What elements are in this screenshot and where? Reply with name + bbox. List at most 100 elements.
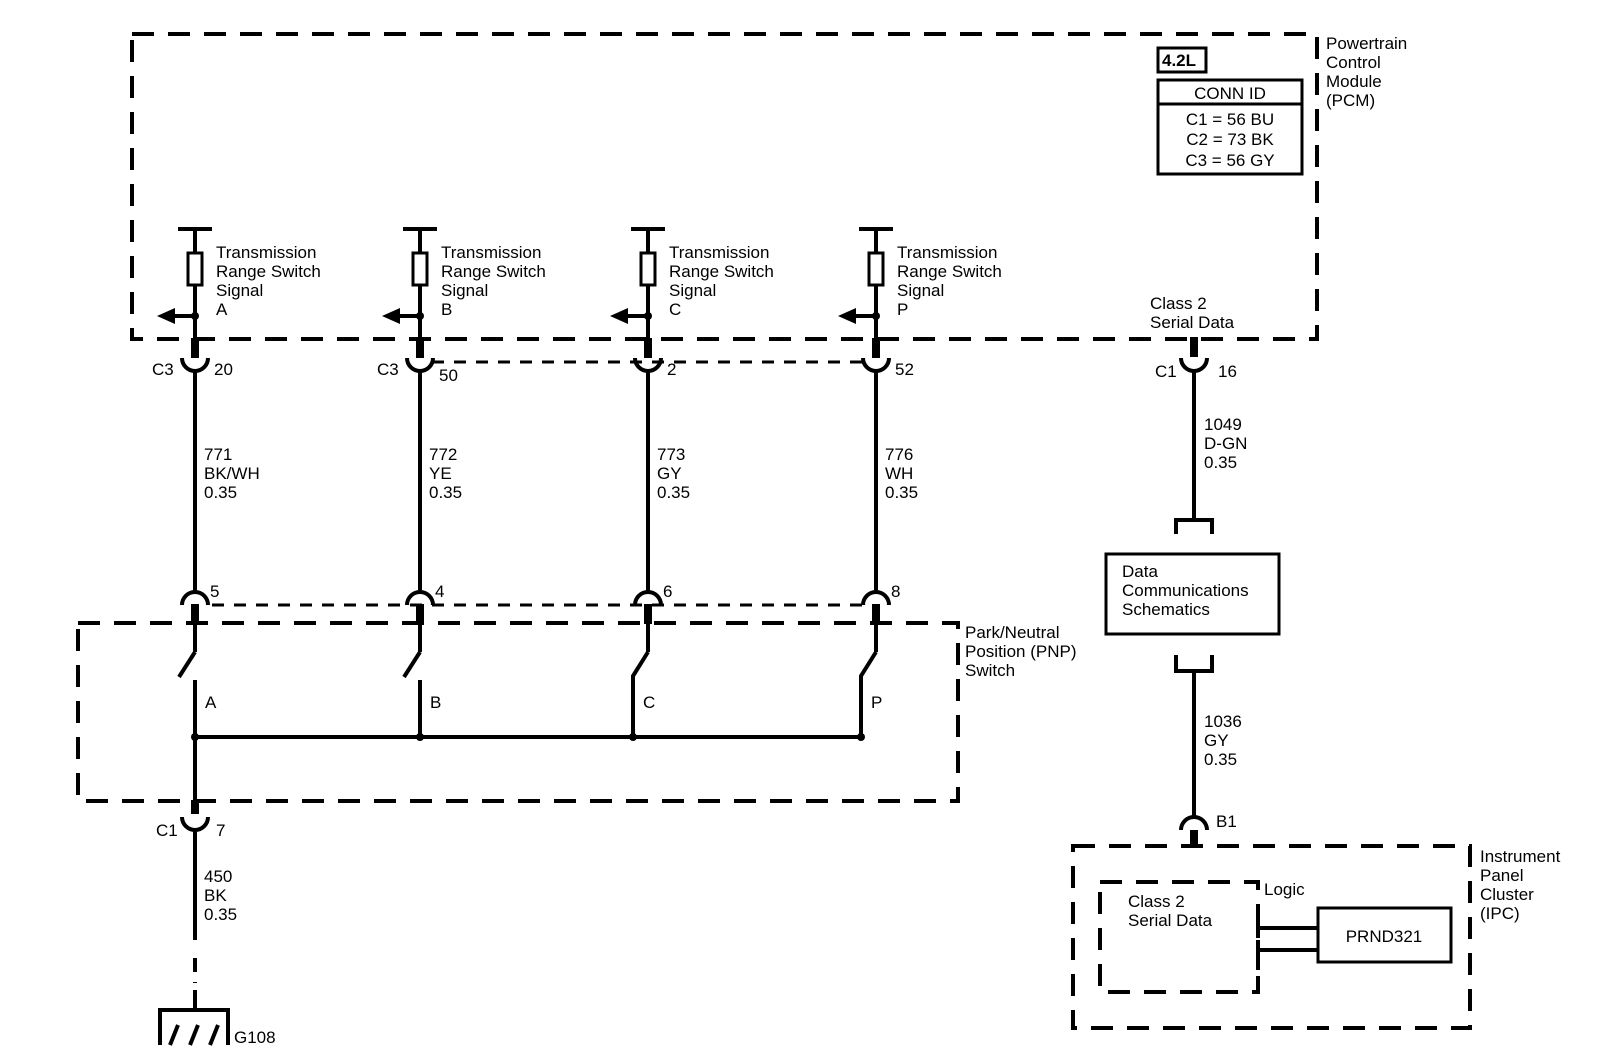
serial-data-label: Serial Data: [1150, 313, 1235, 332]
ground-symbol-icon: [158, 1008, 230, 1046]
signal-label-line: Signal: [441, 281, 488, 300]
data-comm-line: Schematics: [1122, 600, 1210, 619]
pnp-pin: 5: [210, 582, 219, 601]
pcm-title-line: (PCM): [1326, 91, 1375, 110]
wire-color: WH: [885, 464, 913, 483]
ipc-title-line: (IPC): [1480, 904, 1520, 923]
pnp-boundary: [76, 621, 960, 803]
conn-id-table: CONN ID C1 = 56 BU C2 = 73 BK C3 = 56 GY: [1156, 78, 1304, 176]
switch-contact-icon: [402, 650, 422, 679]
ipc-connector-pin: B1: [1216, 812, 1237, 831]
wire-gauge: 0.35: [885, 483, 918, 502]
pnp-contact-label: A: [205, 693, 217, 712]
resistor-icon: [411, 251, 429, 287]
wire-color: YE: [429, 464, 452, 483]
connector-female-icon: [861, 357, 891, 373]
serial-data-path: C1 16 1049 D-GN 0.35 Data Communications…: [1104, 337, 1281, 846]
connector-bracket-icon: [1174, 518, 1214, 534]
wire-circuit: 772: [429, 445, 457, 464]
wire-gauge: 0.35: [204, 483, 237, 502]
data-comm-line: Data: [1122, 562, 1158, 581]
wire-color: GY: [657, 464, 682, 483]
connector-female-icon: [405, 357, 435, 373]
data-comm-line: Communications: [1122, 581, 1249, 600]
connector-male-icon: [405, 590, 435, 606]
resistor-icon: [867, 251, 885, 287]
connector-bracket-icon: [1174, 655, 1214, 673]
pnp-contact-label: B: [430, 693, 441, 712]
signal-label-line: Range Switch: [441, 262, 546, 281]
signal-label-line: Signal: [897, 281, 944, 300]
ground-label: G108: [234, 1028, 276, 1047]
pnp-title-line: Position (PNP): [965, 642, 1076, 661]
conn-id-row: C3 = 56 GY: [1185, 151, 1274, 170]
pcm-title-line: Powertrain: [1326, 34, 1407, 53]
signal-label-line: P: [897, 300, 908, 319]
ipc-title-line: Panel: [1480, 866, 1523, 885]
conn-id-header: CONN ID: [1194, 84, 1266, 103]
output-arrow-icon: [610, 308, 628, 324]
serial-wire-top-gauge: 0.35: [1204, 453, 1237, 472]
ipc-module: Instrument Panel Cluster (IPC) Logic Cla…: [1071, 844, 1561, 1030]
serial-wire-bottom-circuit: 1036: [1204, 712, 1242, 731]
ground-conn-pin: 7: [216, 821, 225, 840]
ipc-serial-line: Serial Data: [1128, 911, 1213, 930]
connector-female-icon: [633, 357, 663, 373]
serial-wire-top-color: D-GN: [1204, 434, 1247, 453]
pnp-contact-label: C: [643, 693, 655, 712]
wire-color: BK/WH: [204, 464, 260, 483]
pcm-conn-pin: 50: [439, 366, 458, 385]
switch-contact-icon: [631, 650, 650, 737]
connector-male-icon: [861, 590, 891, 606]
ipc-logic-label: Logic: [1264, 880, 1305, 899]
signal-label-line: Transmission: [669, 243, 769, 262]
output-arrow-icon: [382, 308, 400, 324]
prnd-display-label: PRND321: [1346, 927, 1423, 946]
pnp-pin: 4: [435, 582, 444, 601]
pcm-module: Powertrain Control Module (PCM) 4.2L CON…: [130, 32, 1407, 341]
pnp-title-line: Switch: [965, 661, 1015, 680]
switch-contact-icon: [177, 650, 197, 679]
conn-id-row: C1 = 56 BU: [1186, 110, 1274, 129]
serial-wire-top-circuit: 1049: [1204, 415, 1242, 434]
pnp-contact-label: P: [871, 693, 882, 712]
conn-id-row: C2 = 73 BK: [1186, 130, 1274, 149]
ipc-serial-line: Class 2: [1128, 892, 1185, 911]
ipc-logic-boundary: [1098, 880, 1260, 994]
switch-contact-icon: [859, 650, 878, 737]
ground-wire-color: BK: [204, 886, 227, 905]
ground-wire-gauge: 0.35: [204, 905, 237, 924]
connector-female-icon: [180, 357, 210, 373]
signal-label-line: Range Switch: [897, 262, 1002, 281]
pcm-title-line: Module: [1326, 72, 1382, 91]
connector-male-icon: [180, 590, 210, 606]
serial-conn-pin: 16: [1218, 362, 1237, 381]
output-arrow-icon: [838, 308, 856, 324]
serial-conn-id: C1: [1155, 362, 1177, 381]
pnp-title-line: Park/Neutral: [965, 623, 1059, 642]
signal-label-line: Transmission: [216, 243, 316, 262]
pcm-conn-pin: 20: [214, 360, 233, 379]
data-comm-schematics-box[interactable]: Data Communications Schematics: [1104, 552, 1281, 636]
pcm-title-line: Control: [1326, 53, 1381, 72]
output-arrow-icon: [157, 308, 175, 324]
ipc-boundary: [1071, 844, 1472, 1030]
serial-data-label: Class 2: [1150, 294, 1207, 313]
signal-label-line: Transmission: [897, 243, 997, 262]
pcm-conn-pin: 52: [895, 360, 914, 379]
wire-circuit: 776: [885, 445, 913, 464]
wire-circuit: 771: [204, 445, 232, 464]
signal-label-line: C: [669, 300, 681, 319]
connector-male-icon: [633, 590, 663, 606]
pcm-boundary: [130, 32, 1319, 341]
ground-path: C1 7 450 BK 0.35 G108: [156, 737, 276, 1047]
signal-label-line: Signal: [669, 281, 716, 300]
signal-label-line: Transmission: [441, 243, 541, 262]
ipc-title-line: Cluster: [1480, 885, 1534, 904]
signal-label-line: B: [441, 300, 452, 319]
